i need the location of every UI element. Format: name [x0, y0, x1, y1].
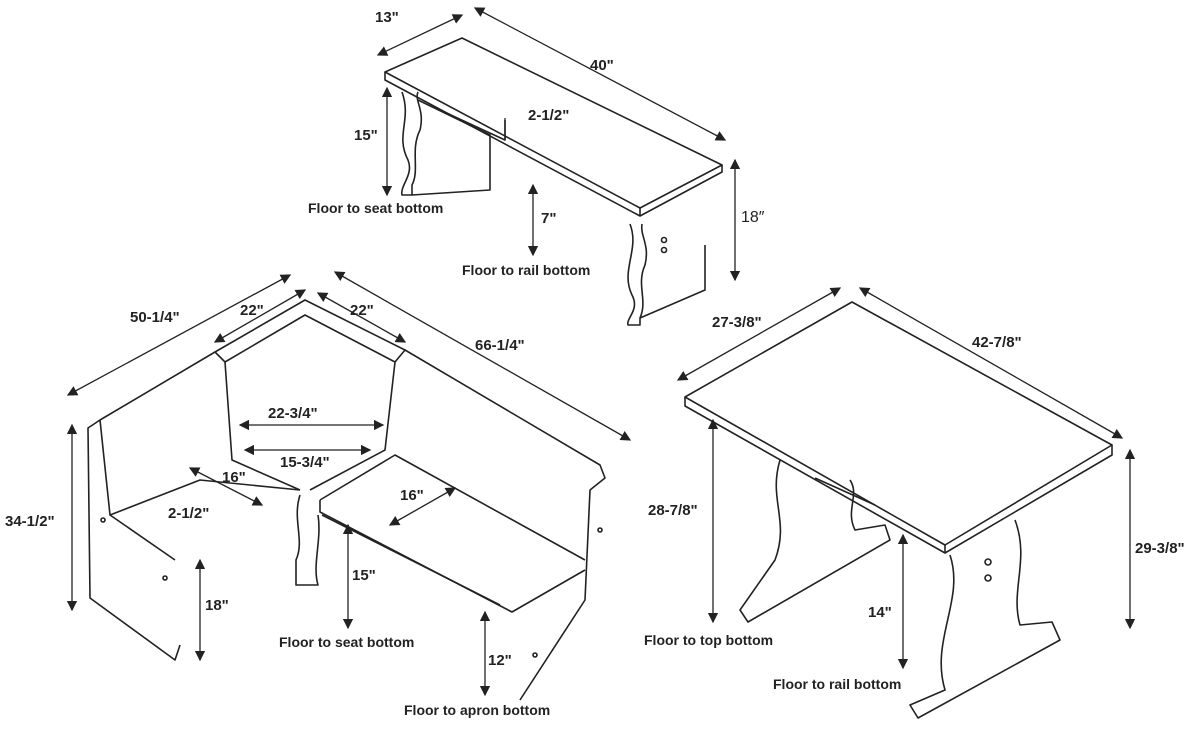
dimension-lines: [66, 7, 1136, 697]
bench-total-height-label: 18″: [741, 209, 765, 226]
nook-left-length-label: 50-1/4": [130, 309, 180, 326]
nook-side-seat-height-label: 18": [205, 597, 229, 614]
table-rail-caption: Floor to rail bottom: [773, 676, 902, 692]
nook-left-depth-label: 16": [222, 469, 246, 486]
table-rail-height-label: 14": [868, 604, 892, 621]
nook-right-length-label: 66-1/4": [475, 337, 525, 354]
bench-left-leg: [401, 91, 423, 196]
bench-right-leg: [627, 223, 648, 326]
nook-corner-right-label: 22": [350, 302, 374, 319]
table: [684, 301, 1113, 719]
table-top: [684, 301, 1113, 546]
nook-apron-caption: Floor to apron bottom: [404, 702, 551, 718]
bench-length-label: 40": [590, 57, 614, 74]
nook-seat-caption: Floor to seat bottom: [279, 634, 415, 650]
nook-corner-front-label: 15-3/4": [280, 454, 330, 471]
table-top-height-label: 28-7/8": [648, 502, 698, 519]
nook-right-depth-label: 16": [400, 487, 424, 504]
bench: [384, 37, 723, 326]
table-top-caption: Floor to top bottom: [644, 632, 774, 648]
bench-cushion-label: 2-1/2": [528, 107, 570, 124]
bench-rail-height-label: 7": [541, 210, 557, 227]
table-total-height-label: 29-3/8": [1135, 540, 1185, 557]
table-width-label: 27-3/8": [712, 314, 762, 331]
bench-seat-height-label: 15": [354, 127, 378, 144]
nook-apron-height-label: 12": [488, 652, 512, 669]
bench-rail-caption: Floor to rail bottom: [462, 262, 591, 278]
nook-corner-back-label: 22-3/4": [268, 405, 318, 422]
nook-corner-left-label: 22": [240, 302, 264, 319]
bench-seat-caption: Floor to seat bottom: [308, 200, 444, 216]
table-left-leg: [739, 459, 891, 623]
table-length-label: 42-7/8": [972, 334, 1022, 351]
nook-total-height-label: 34-1/2": [5, 513, 55, 530]
nook-cushion-label: 2-1/2": [168, 505, 210, 522]
table-right-leg: [909, 519, 1061, 719]
nook-seat-height-label: 15": [352, 567, 376, 584]
bench-depth-label: 13": [375, 9, 399, 26]
